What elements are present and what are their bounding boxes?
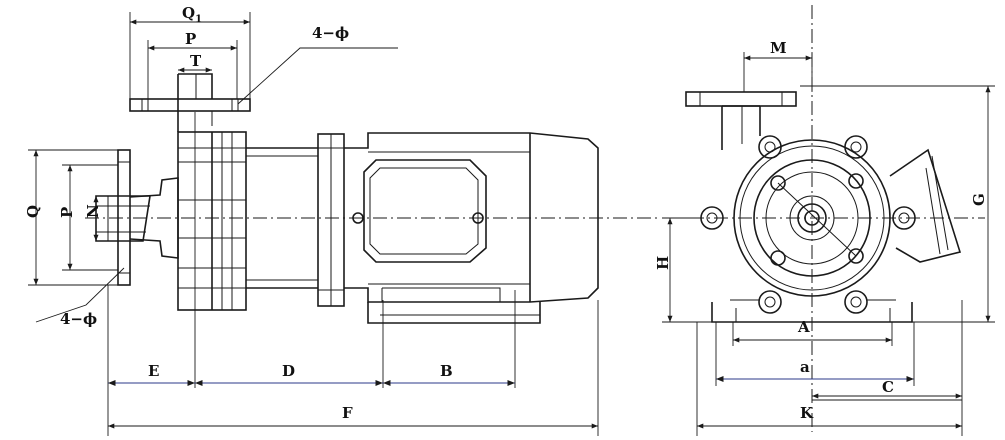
flange-side-holes-label: 4−ϕ: [60, 310, 97, 328]
dim-label-P-top: P: [185, 30, 196, 48]
discharge-flange: [129, 73, 251, 132]
front-casing: [700, 135, 962, 323]
bracket: [246, 147, 318, 289]
dim-label-C: C: [882, 378, 894, 396]
flange-top-holes-label: 4−ϕ: [312, 24, 349, 42]
dim-label-D: D: [282, 362, 295, 380]
dim-label-P-side: P: [58, 207, 76, 218]
front-discharge-flange: [685, 91, 797, 150]
dim-label-B: B: [440, 362, 453, 380]
dim-label-F: F: [342, 404, 353, 422]
side-view: E D B F Q1 P T 4−ϕ Q P N 4−ϕ: [24, 4, 660, 436]
dim-label-A: A: [797, 318, 810, 336]
dim-label-M: M: [770, 39, 787, 57]
dim-label-Q1: Q1: [182, 4, 202, 25]
motor-flange: [317, 133, 345, 307]
dim-label-Q: Q: [24, 205, 42, 218]
dim-label-a: a: [800, 358, 810, 376]
dim-label-H: H: [654, 256, 672, 270]
front-view: M G H A a C K: [654, 5, 995, 436]
dim-label-G: G: [970, 193, 988, 206]
motor-body: [344, 132, 599, 324]
dim-label-E: E: [148, 362, 159, 380]
dim-label-K: K: [800, 404, 814, 422]
pump-casing: [177, 131, 247, 311]
dim-label-N: N: [84, 204, 102, 218]
dim-label-T: T: [190, 52, 202, 70]
